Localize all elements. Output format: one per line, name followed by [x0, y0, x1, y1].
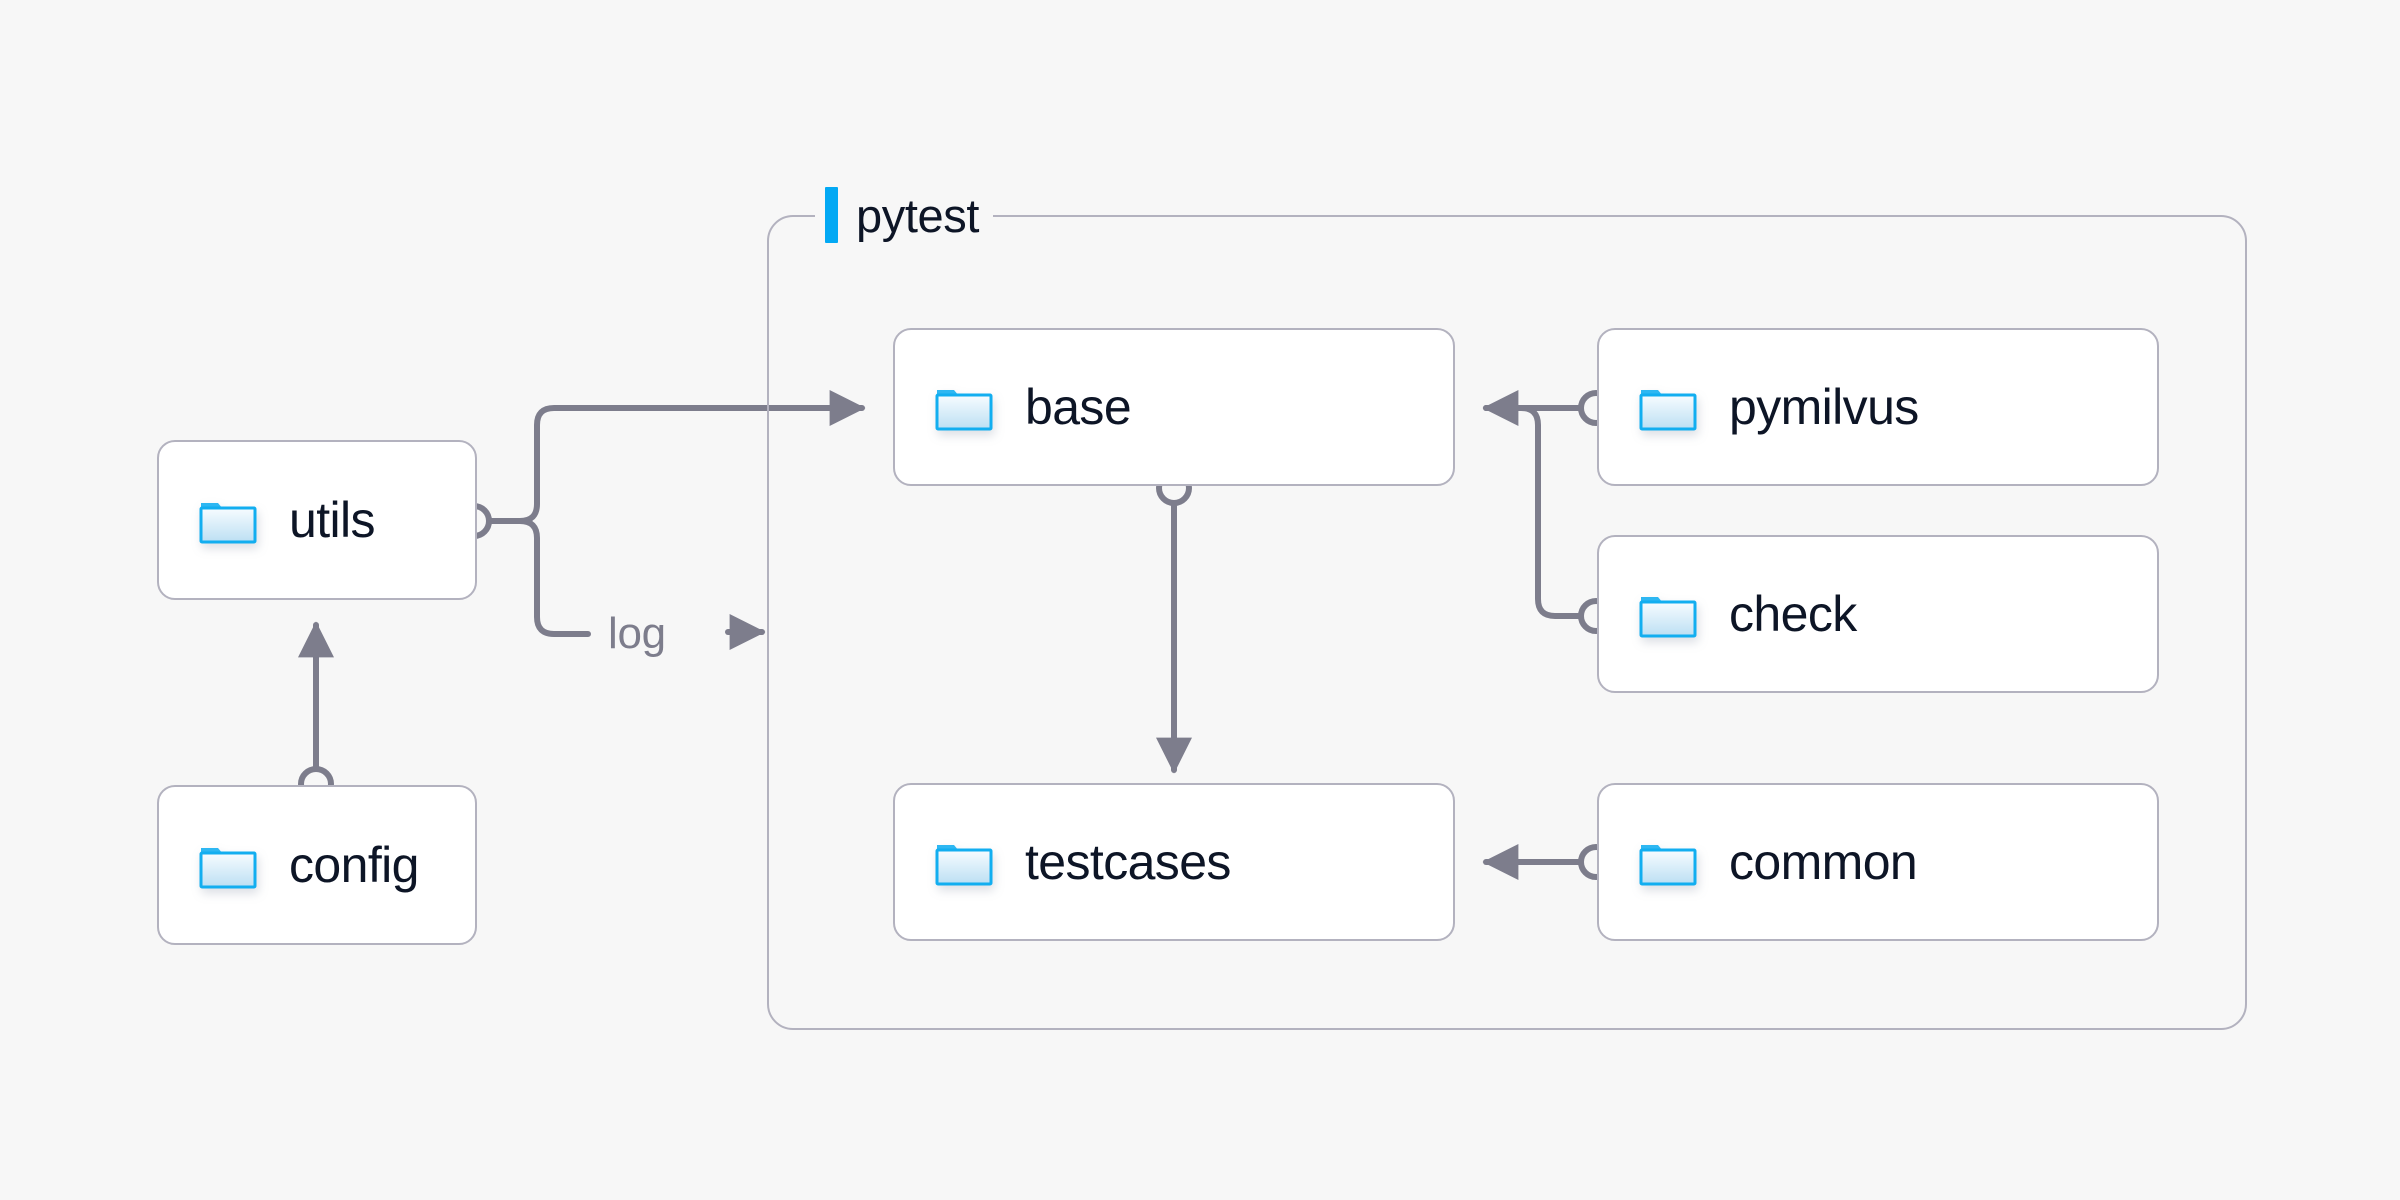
- node-label: config: [289, 837, 419, 893]
- node-utils[interactable]: utils: [157, 440, 477, 600]
- node-label: base: [1025, 379, 1132, 435]
- edge-label-log: log: [608, 609, 666, 658]
- pytest-group-container[interactable]: [767, 215, 2247, 1030]
- node-pymilvus[interactable]: pymilvus: [1597, 328, 2159, 486]
- node-check[interactable]: check: [1597, 535, 2159, 693]
- folder-icon: [933, 381, 995, 433]
- node-label: check: [1729, 586, 1857, 642]
- node-label: testcases: [1025, 834, 1231, 890]
- folder-icon: [197, 494, 259, 546]
- folder-icon: [1637, 836, 1699, 888]
- pytest-group-label: pytest: [815, 186, 993, 244]
- group-accent-bar: [825, 187, 838, 243]
- folder-icon: [197, 839, 259, 891]
- node-label: utils: [289, 492, 376, 548]
- folder-icon: [933, 836, 995, 888]
- node-config[interactable]: config: [157, 785, 477, 945]
- node-label: common: [1729, 834, 1918, 890]
- node-base[interactable]: base: [893, 328, 1455, 486]
- node-testcases[interactable]: testcases: [893, 783, 1455, 941]
- folder-icon: [1637, 588, 1699, 640]
- node-label: pymilvus: [1729, 379, 1919, 435]
- node-common[interactable]: common: [1597, 783, 2159, 941]
- group-title-text: pytest: [856, 188, 979, 242]
- folder-icon: [1637, 381, 1699, 433]
- edge-utils-to-log: [484, 518, 591, 637]
